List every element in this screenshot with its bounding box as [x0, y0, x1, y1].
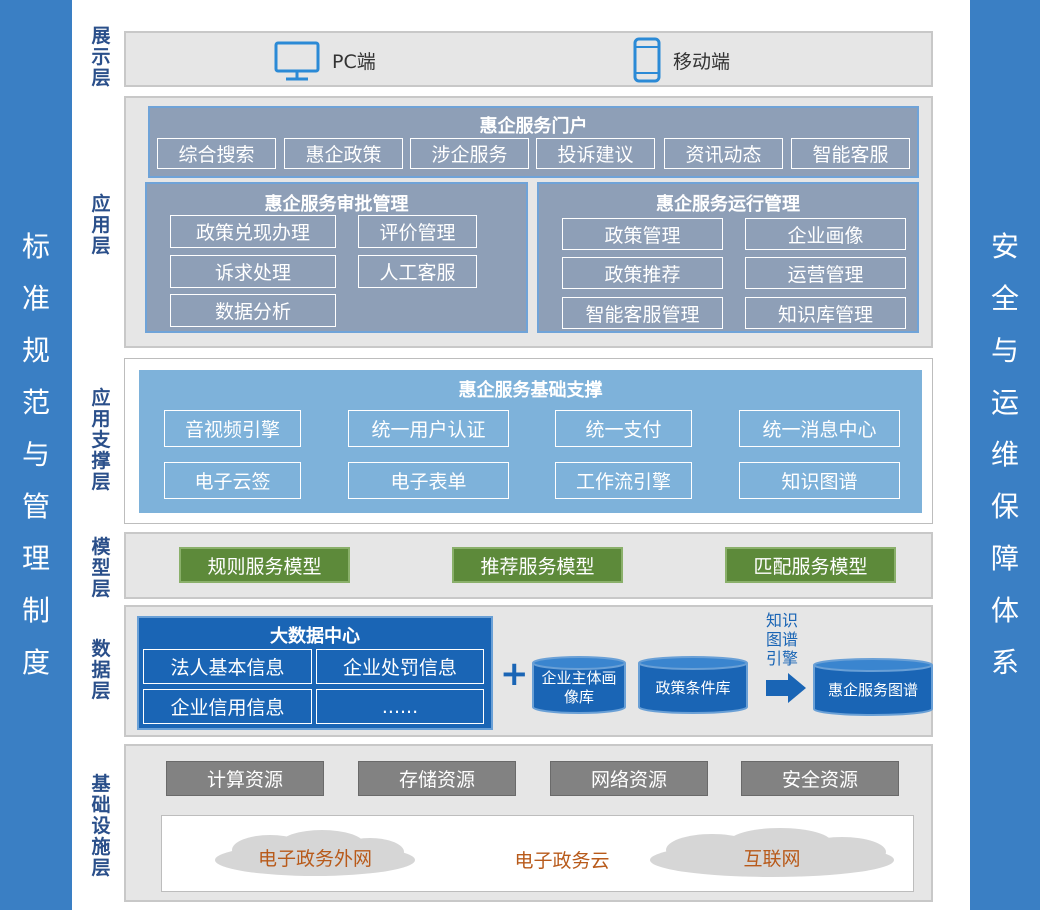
support-title: 惠企服务基础支撑 — [458, 380, 603, 401]
db-entity-portrait-icon — [532, 656, 626, 714]
resource-item: 网络资源 — [550, 761, 708, 796]
cloud-panel: 电子政务外网 电子政务云 互联网 — [161, 815, 914, 892]
left-pillar: 标准规范与管理制度 — [0, 0, 72, 910]
cloud-left-label: 电子政务外网 — [257, 848, 372, 870]
bigdata-item: 企业信用信息 — [143, 689, 312, 724]
cloud-icon — [215, 830, 415, 876]
portal-item: 惠企政策 — [284, 138, 403, 169]
cloud-icon — [650, 828, 894, 877]
bigdata-item: 企业处罚信息 — [316, 649, 484, 684]
label-infra: 基础设施层 — [91, 772, 111, 879]
model-layer: 规则服务模型 推荐服务模型 匹配服务模型 — [124, 532, 933, 599]
left-pillar-text: 标准规范与管理制度 — [21, 230, 50, 679]
bigdata-title: 大数据中心 — [270, 626, 360, 647]
portal-title: 惠企服务门户 — [479, 116, 588, 137]
right-pillar-text: 安全与运维保障体系 — [990, 230, 1019, 679]
arrow-right-icon — [766, 673, 806, 703]
operation-item: 政策管理 — [562, 218, 723, 250]
approval-item: 政策兑现办理 — [170, 215, 336, 248]
operation-title: 惠企服务运行管理 — [656, 194, 800, 215]
support-layer: 惠企服务基础支撑 音视频引擎 统一用户认证 统一支付 统一消息中心 电子云签 电… — [124, 358, 933, 524]
approval-box: 惠企服务审批管理 政策兑现办理 评价管理 诉求处理 人工客服 数据分析 — [145, 182, 528, 333]
label-application: 应用层 — [91, 192, 111, 257]
pc-label: PC端 — [332, 51, 376, 73]
support-item: 统一用户认证 — [348, 410, 509, 447]
label-data: 数据层 — [91, 637, 111, 702]
portal-item: 综合搜索 — [157, 138, 276, 169]
operation-item: 企业画像 — [745, 218, 906, 250]
model-item: 推荐服务模型 — [452, 547, 623, 583]
portal-item: 涉企服务 — [410, 138, 529, 169]
approval-item: 评价管理 — [358, 215, 477, 248]
approval-title: 惠企服务审批管理 — [264, 194, 409, 215]
resource-item: 存储资源 — [358, 761, 516, 796]
db-service-graph-label: 惠企服务图谱 — [827, 680, 918, 699]
phone-icon — [633, 37, 661, 83]
monitor-icon — [274, 41, 320, 81]
bigdata-center: 大数据中心 法人基本信息 企业处罚信息 企业信用信息 ...... — [137, 616, 493, 730]
operation-box: 惠企服务运行管理 政策管理 企业画像 政策推荐 运营管理 智能客服管理 知识库管… — [537, 182, 919, 333]
support-item: 统一支付 — [555, 410, 692, 447]
support-item: 统一消息中心 — [739, 410, 900, 447]
portal-box: 惠企服务门户 综合搜索 惠企政策 涉企服务 投诉建议 资讯动态 智能客服 — [148, 106, 919, 178]
model-item: 匹配服务模型 — [725, 547, 896, 583]
support-item: 工作流引擎 — [555, 462, 692, 499]
engine-label: 知识图谱引擎 — [765, 611, 798, 668]
approval-item: 人工客服 — [358, 255, 477, 288]
operation-item: 智能客服管理 — [562, 297, 723, 329]
approval-item: 数据分析 — [170, 294, 336, 327]
support-item: 音视频引擎 — [164, 410, 301, 447]
label-support: 应用支撑层 — [91, 386, 111, 493]
display-layer: PC端 移动端 — [124, 31, 933, 87]
right-pillar: 安全与运维保障体系 — [970, 0, 1040, 910]
approval-item: 诉求处理 — [170, 255, 336, 288]
label-model: 模型层 — [91, 535, 111, 600]
label-display: 展示层 — [91, 24, 111, 89]
support-box: 惠企服务基础支撑 音视频引擎 统一用户认证 统一支付 统一消息中心 电子云签 电… — [139, 370, 922, 513]
support-item: 电子表单 — [348, 462, 509, 499]
operation-item: 政策推荐 — [562, 257, 723, 289]
portal-item: 投诉建议 — [536, 138, 655, 169]
cloud-right-label: 互联网 — [743, 848, 801, 870]
plus-sign: + — [500, 654, 529, 694]
portal-item: 资讯动态 — [664, 138, 783, 169]
mobile-label: 移动端 — [673, 51, 731, 73]
resource-item: 安全资源 — [741, 761, 899, 796]
portal-item: 智能客服 — [791, 138, 910, 169]
db-entity-portrait-label: 企业主体画像库 — [541, 669, 617, 706]
model-item: 规则服务模型 — [179, 547, 350, 583]
bigdata-item: 法人基本信息 — [143, 649, 312, 684]
infra-layer: 计算资源 存储资源 网络资源 安全资源 电子政务外网 电子政务云 互联网 — [124, 744, 933, 902]
bigdata-item: ...... — [316, 689, 484, 724]
support-item: 知识图谱 — [739, 462, 900, 499]
db-policy-conditions-icon — [638, 656, 748, 714]
cloud-center-label: 电子政务云 — [514, 850, 610, 872]
data-layer: 大数据中心 法人基本信息 企业处罚信息 企业信用信息 ...... + 企业主体… — [124, 605, 933, 737]
db-policy-conditions-label: 政策条件库 — [655, 678, 731, 697]
support-item: 电子云签 — [164, 462, 301, 499]
resource-item: 计算资源 — [166, 761, 324, 796]
operation-item: 运营管理 — [745, 257, 906, 289]
db-service-graph-icon — [813, 658, 933, 716]
operation-item: 知识库管理 — [745, 297, 906, 329]
